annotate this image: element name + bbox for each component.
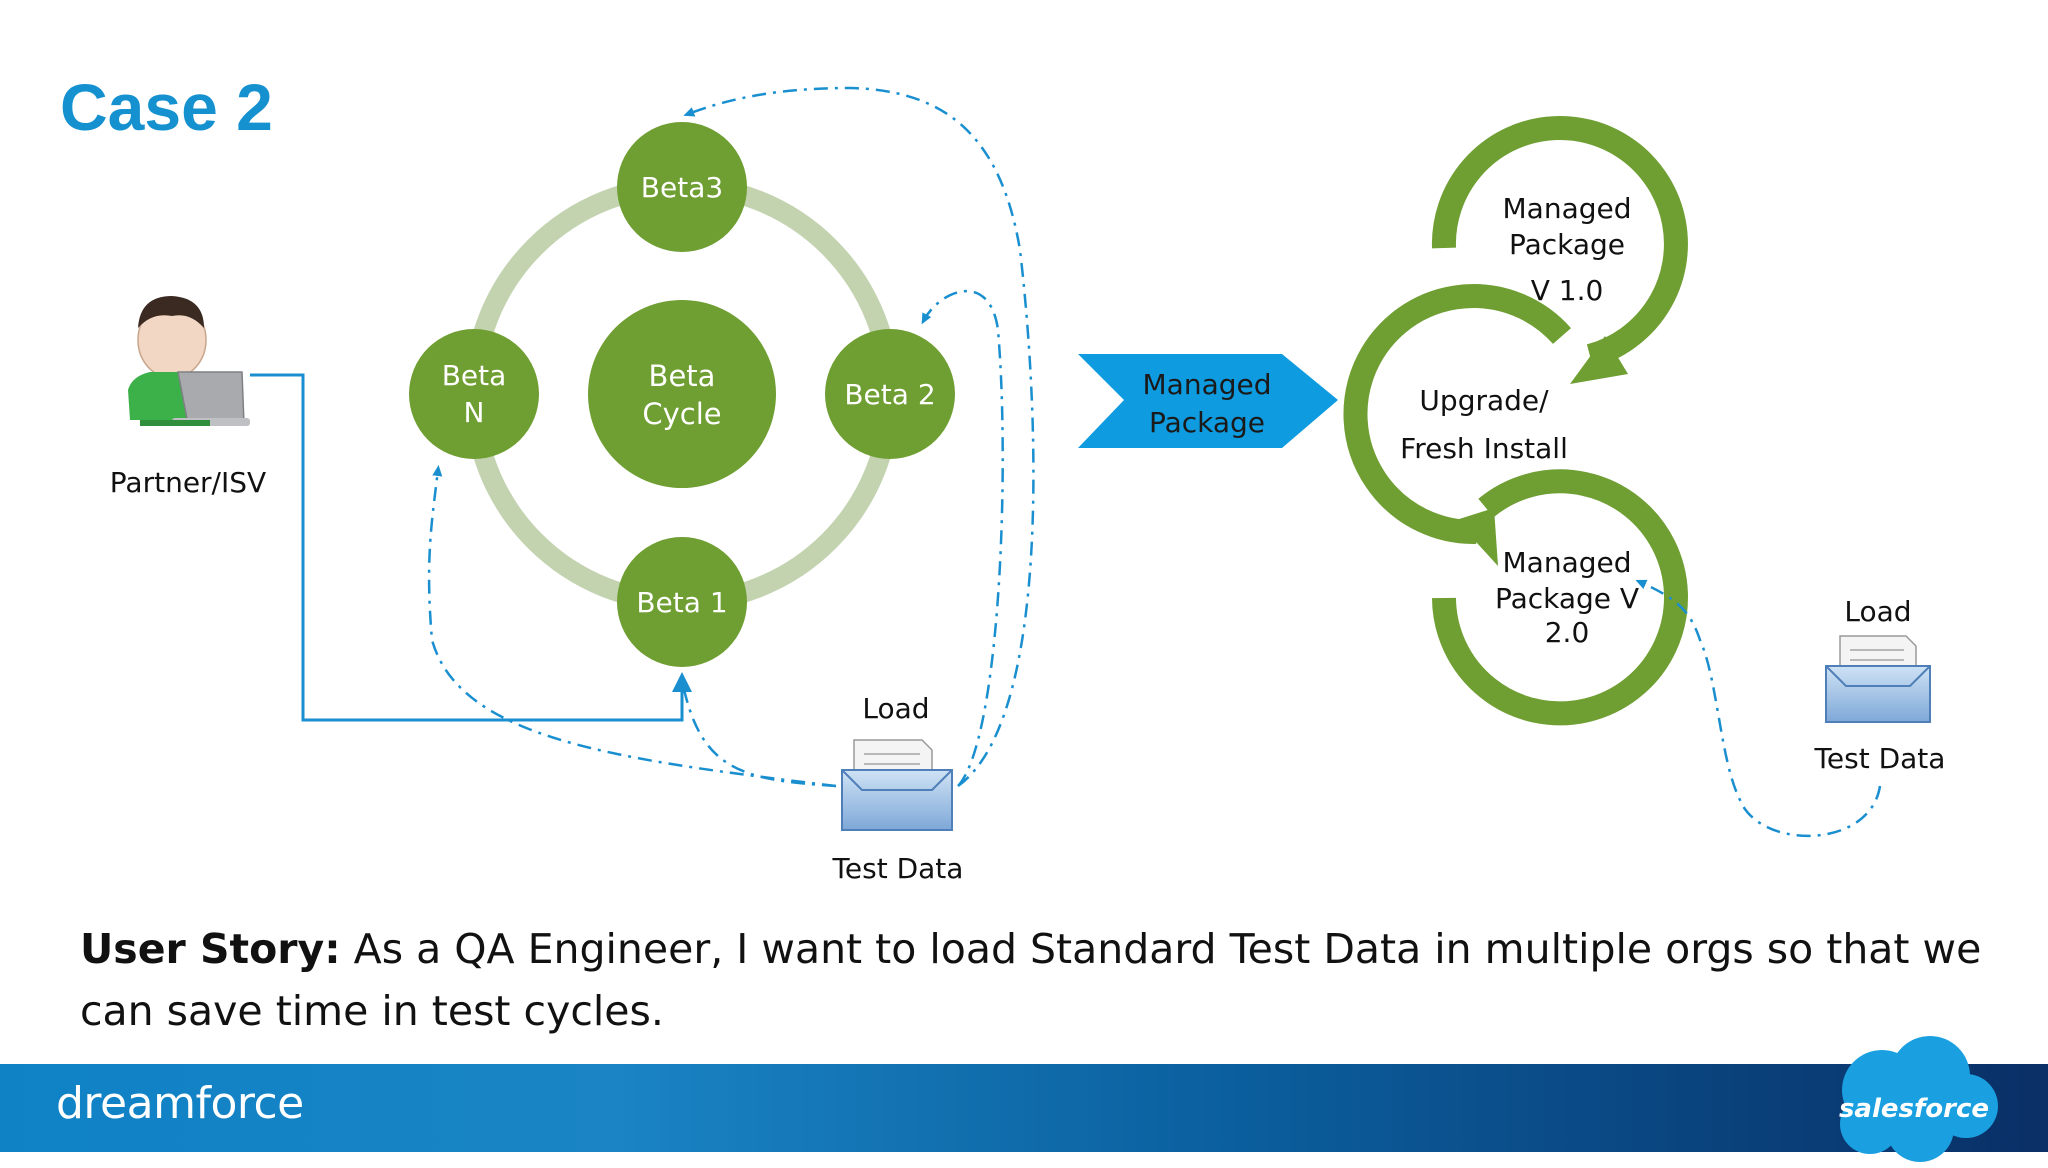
managed-v1-arrowhead	[1570, 336, 1628, 384]
partner-isv-label: Partner/ISV	[110, 466, 266, 499]
salesforce-logo: salesforce	[1839, 1036, 1998, 1162]
beta2-node: Beta 2	[825, 329, 955, 459]
slide-title: Case 2	[60, 70, 273, 144]
user-story-label: User Story:	[80, 925, 341, 973]
partner-to-beta1-connector	[250, 373, 684, 722]
right-test-data-to-v2-arrow	[1635, 579, 1882, 837]
svg-text:salesforce: salesforce	[1839, 1094, 1989, 1124]
user-story-text: As a QA Engineer, I want to load Standar…	[80, 925, 1982, 1035]
test-data-to-beta3-arrow	[683, 86, 1035, 788]
svg-text:Cycle: Cycle	[642, 397, 721, 431]
svg-text:N: N	[464, 396, 485, 429]
dreamforce-logo: dreamforce	[56, 1078, 304, 1129]
managed-v2-arc	[1432, 469, 1688, 726]
upgrade-arc	[1343, 284, 1571, 545]
user-story: User Story: As a QA Engineer, I want to …	[80, 918, 1990, 1042]
managed-package-arrow: Managed Package	[1078, 354, 1338, 448]
right-test-data-label: Test Data	[1814, 742, 1946, 775]
left-test-data-icon	[841, 739, 953, 831]
test-data-to-betaN-arrow	[427, 465, 837, 788]
svg-text:Upgrade/: Upgrade/	[1419, 384, 1549, 417]
diagram: Partner/ISV Beta Cycle Beta3 Beta 2 Beta…	[110, 86, 1946, 885]
partner-isv-icon	[128, 296, 250, 426]
upgrade-label: Upgrade/ Fresh Install	[1400, 384, 1568, 465]
svg-text:Package: Package	[1149, 406, 1265, 439]
betaN-node: Beta N	[409, 329, 539, 459]
beta3-node: Beta3	[617, 122, 747, 252]
svg-text:Managed: Managed	[1503, 192, 1632, 225]
test-data-to-beta1-arrow	[678, 675, 837, 788]
svg-text:Fresh Install: Fresh Install	[1400, 432, 1568, 465]
svg-text:Beta3: Beta3	[641, 171, 723, 204]
left-load-label: Load	[862, 692, 929, 725]
beta1-node: Beta 1	[617, 537, 747, 667]
svg-text:Managed: Managed	[1503, 546, 1632, 579]
beta-cycle-center: Beta Cycle	[588, 300, 776, 488]
test-data-to-beta2-arrow	[921, 289, 1004, 787]
svg-text:Beta 1: Beta 1	[636, 586, 727, 619]
svg-text:Package: Package	[1509, 228, 1625, 261]
managed-v1-arc	[1431, 115, 1688, 368]
managed-v1-label: Managed Package V 1.0	[1503, 192, 1632, 307]
svg-text:2.0: 2.0	[1545, 616, 1590, 649]
svg-text:Beta: Beta	[649, 359, 716, 393]
svg-text:V 1.0: V 1.0	[1531, 274, 1604, 307]
left-test-data-label: Test Data	[832, 852, 964, 885]
right-test-data-icon	[1825, 635, 1931, 723]
svg-text:Package V: Package V	[1495, 582, 1639, 615]
footer-bar: dreamforce	[0, 1064, 2048, 1152]
svg-text:Beta 2: Beta 2	[844, 378, 935, 411]
upgrade-arrowhead	[1456, 508, 1498, 566]
managed-v2-label: Managed Package V 2.0	[1495, 546, 1639, 649]
right-load-label: Load	[1844, 595, 1911, 628]
svg-text:Managed: Managed	[1143, 368, 1272, 401]
svg-text:Beta: Beta	[442, 359, 507, 392]
